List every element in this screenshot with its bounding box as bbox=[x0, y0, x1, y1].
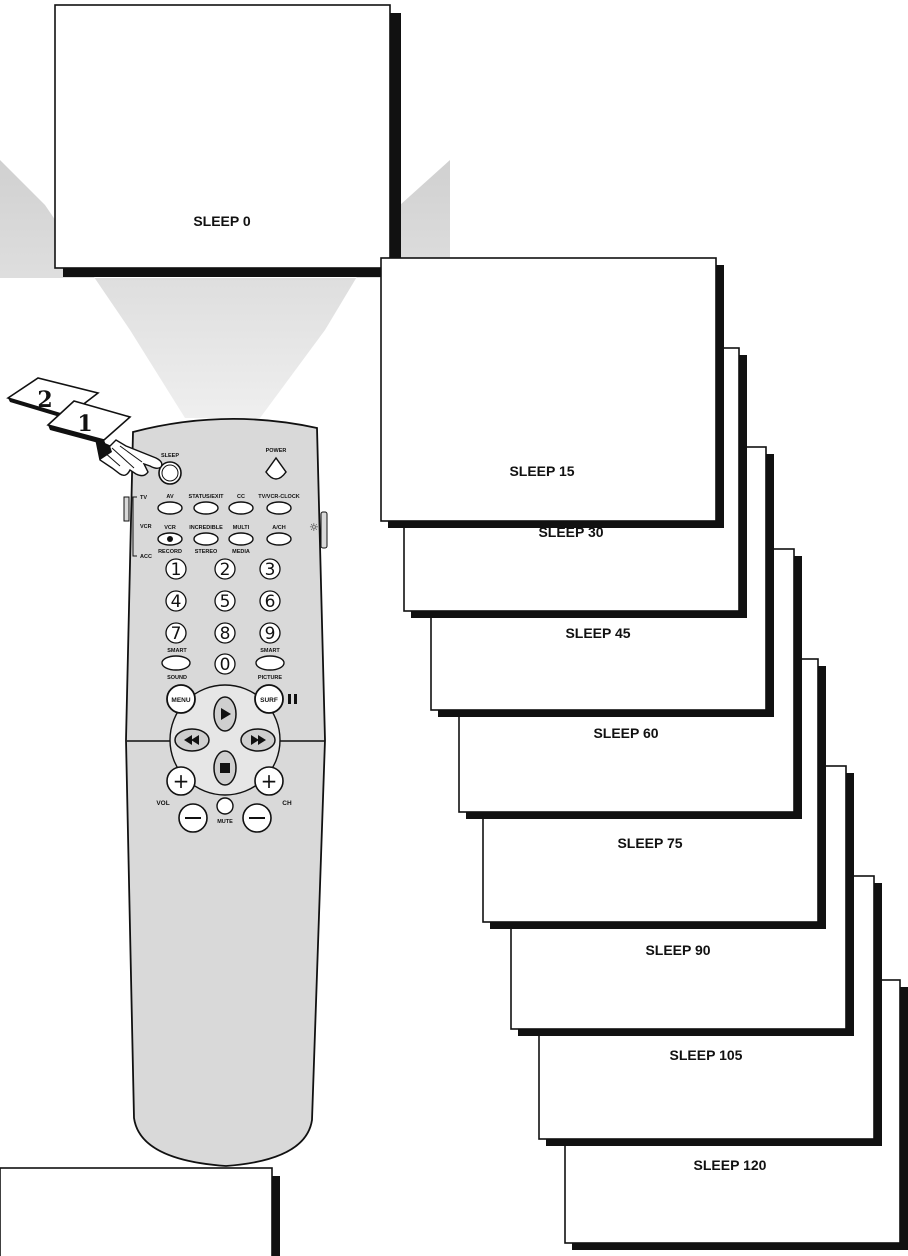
power-label: POWER bbox=[266, 448, 287, 454]
tv-vcr-clock-label: TV/VCR-CLOCK bbox=[258, 494, 300, 500]
digit-button-5[interactable]: 5 bbox=[214, 590, 236, 612]
svg-text:5: 5 bbox=[220, 592, 231, 612]
top-screen: SLEEP 0 bbox=[54, 4, 401, 277]
screen-label: SLEEP 15 bbox=[509, 463, 574, 479]
svg-text:9: 9 bbox=[265, 624, 276, 644]
screen-label: SLEEP 60 bbox=[593, 725, 658, 741]
screen-label: SLEEP 120 bbox=[694, 1157, 767, 1173]
record-button[interactable] bbox=[157, 532, 183, 546]
digit-button-4[interactable]: 4 bbox=[165, 590, 187, 612]
svg-text:3: 3 bbox=[265, 560, 276, 580]
svg-text:4: 4 bbox=[171, 592, 182, 612]
digit-button-0[interactable]: 0 bbox=[214, 653, 236, 675]
power-button[interactable] bbox=[265, 456, 287, 480]
vcr-label: VCR bbox=[164, 525, 176, 531]
svg-text:+: + bbox=[173, 769, 190, 793]
svg-text:2: 2 bbox=[220, 560, 231, 580]
light-icon: ☼ bbox=[309, 521, 319, 534]
svg-text:0: 0 bbox=[220, 655, 231, 675]
rewind-icon bbox=[184, 735, 192, 745]
screen-label: SLEEP 0 bbox=[193, 213, 251, 229]
tv-vcr-clock-button[interactable] bbox=[266, 501, 292, 515]
smart-sound-top-label: SMART bbox=[167, 648, 187, 654]
nav-ring bbox=[169, 684, 281, 796]
cc-label: CC bbox=[237, 494, 245, 500]
smart-picture-bottom-label: PICTURE bbox=[258, 675, 282, 681]
mode-acc-label: ACC bbox=[140, 554, 152, 560]
step-card-1: 1 bbox=[46, 400, 132, 445]
multi-media-button[interactable] bbox=[228, 532, 254, 546]
volume-up-button[interactable]: + bbox=[166, 766, 196, 796]
rewind-button[interactable] bbox=[174, 728, 210, 752]
screen-label: SLEEP 90 bbox=[645, 942, 710, 958]
svg-text:1: 1 bbox=[171, 560, 182, 580]
digit-button-6[interactable]: 6 bbox=[259, 590, 281, 612]
vol-label: VOL bbox=[156, 800, 169, 807]
stereo-label: STEREO bbox=[195, 549, 218, 555]
ch-label: CH bbox=[282, 800, 292, 807]
record-label: RECORD bbox=[158, 549, 182, 555]
incredible-label: INCREDIBLE bbox=[189, 525, 223, 531]
av-label: AV bbox=[166, 494, 174, 500]
media-label: MEDIA bbox=[232, 549, 250, 555]
digit-button-7[interactable]: 7 bbox=[165, 622, 187, 644]
digit-button-9[interactable]: 9 bbox=[259, 622, 281, 644]
a-ch-button[interactable] bbox=[266, 532, 292, 546]
svg-text:+: + bbox=[261, 769, 278, 793]
mode-vcr-label: VCR bbox=[140, 524, 152, 530]
a-ch-label: A/CH bbox=[272, 525, 285, 531]
screen-label: SLEEP 105 bbox=[670, 1047, 743, 1063]
digit-button-1[interactable]: 1 bbox=[165, 558, 187, 580]
mute-button[interactable] bbox=[216, 797, 234, 815]
svg-text:8: 8 bbox=[220, 624, 231, 644]
mute-label: MUTE bbox=[217, 819, 233, 825]
smart-picture-button[interactable] bbox=[255, 655, 285, 671]
volume-down-button[interactable] bbox=[178, 803, 208, 833]
screen-label: SLEEP 75 bbox=[617, 835, 682, 851]
screen-label: SLEEP 45 bbox=[565, 625, 630, 641]
remote-control: SLEEP POWER TV VCR ACC ☼ AV STATUS/EXIT … bbox=[123, 418, 328, 1167]
cascade-screen-15: SLEEP 15 bbox=[380, 257, 724, 528]
sleep-button[interactable] bbox=[158, 461, 182, 485]
digit-button-8[interactable]: 8 bbox=[214, 622, 236, 644]
svg-text:7: 7 bbox=[171, 624, 182, 644]
smart-picture-top-label: SMART bbox=[260, 648, 280, 654]
svg-text:6: 6 bbox=[265, 592, 276, 612]
play-button[interactable] bbox=[213, 696, 237, 732]
pointing-hand-icon bbox=[95, 438, 163, 477]
surf-button[interactable]: SURF bbox=[254, 684, 284, 714]
digit-button-3[interactable]: 3 bbox=[259, 558, 281, 580]
step-1-number: 1 bbox=[77, 411, 92, 437]
step-2-number: 2 bbox=[37, 387, 52, 413]
av-button[interactable] bbox=[157, 501, 183, 515]
status-exit-label: STATUS/EXIT bbox=[189, 494, 225, 500]
multi-label: MULTI bbox=[233, 525, 250, 531]
sleep-label: SLEEP bbox=[161, 453, 179, 459]
ir-beam bbox=[0, 160, 450, 418]
stop-icon bbox=[220, 763, 230, 773]
channel-up-button[interactable]: + bbox=[254, 766, 284, 796]
fast-forward-icon bbox=[251, 735, 259, 745]
cc-button[interactable] bbox=[228, 501, 254, 515]
digit-button-2[interactable]: 2 bbox=[214, 558, 236, 580]
status-exit-button[interactable] bbox=[193, 501, 219, 515]
svg-text:MENU: MENU bbox=[171, 697, 190, 704]
channel-down-button[interactable] bbox=[242, 803, 272, 833]
pause-icon bbox=[288, 694, 297, 704]
svg-text:SURF: SURF bbox=[260, 697, 278, 704]
mode-tv-label: TV bbox=[140, 495, 147, 501]
menu-button[interactable]: MENU bbox=[166, 684, 196, 714]
smart-sound-bottom-label: SOUND bbox=[167, 675, 187, 681]
stop-button[interactable] bbox=[213, 750, 237, 786]
play-icon bbox=[221, 708, 231, 720]
incredible-stereo-button[interactable] bbox=[193, 532, 219, 546]
smart-sound-button[interactable] bbox=[161, 655, 191, 671]
fast-forward-button[interactable] bbox=[240, 728, 276, 752]
partial-screen-bottom-left bbox=[0, 1167, 280, 1256]
